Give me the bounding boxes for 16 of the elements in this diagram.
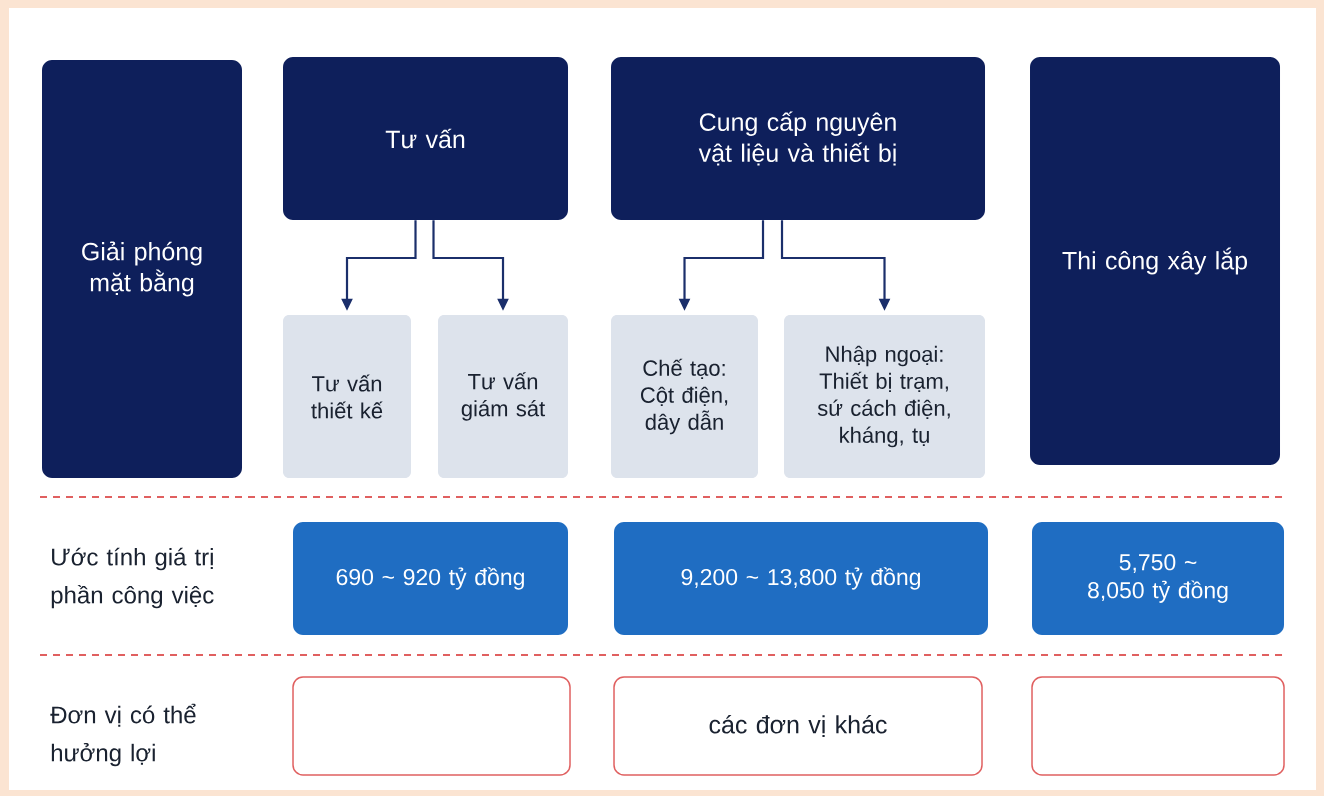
subcategory-box: Tư vấn thiết kế <box>283 315 411 478</box>
row-label: Ước tính giá trị phần công việc <box>51 547 214 609</box>
value-box: 5,750 ~ 8,050 tỷ đồng <box>1032 522 1284 635</box>
empty-box <box>292 676 571 776</box>
subcategory-box: Tư vấn giám sát <box>438 315 568 478</box>
value-box: 9,200 ~ 13,800 tỷ đồng <box>614 522 988 635</box>
subcategory-box: Chế tạo: Cột điện, dây dẫn <box>611 315 758 478</box>
subcategory-box: Nhập ngoại: Thiết bị trạm, sứ cách điện, kháng, tụ <box>784 315 985 478</box>
empty-box <box>1031 676 1285 776</box>
row-label: Đơn vị có thể hưởng lợi <box>50 703 196 767</box>
beneficiary-box: các đơn vị khác <box>613 676 983 776</box>
category-box: Giải phóng mặt bằng <box>42 60 242 478</box>
category-box: Tư vấn <box>283 57 568 220</box>
category-box: Thi công xây lắp <box>1030 57 1280 465</box>
category-box: Cung cấp nguyên vật liệu và thiết bị <box>611 57 985 220</box>
value-box: 690 ~ 920 tỷ đồng <box>293 522 568 635</box>
